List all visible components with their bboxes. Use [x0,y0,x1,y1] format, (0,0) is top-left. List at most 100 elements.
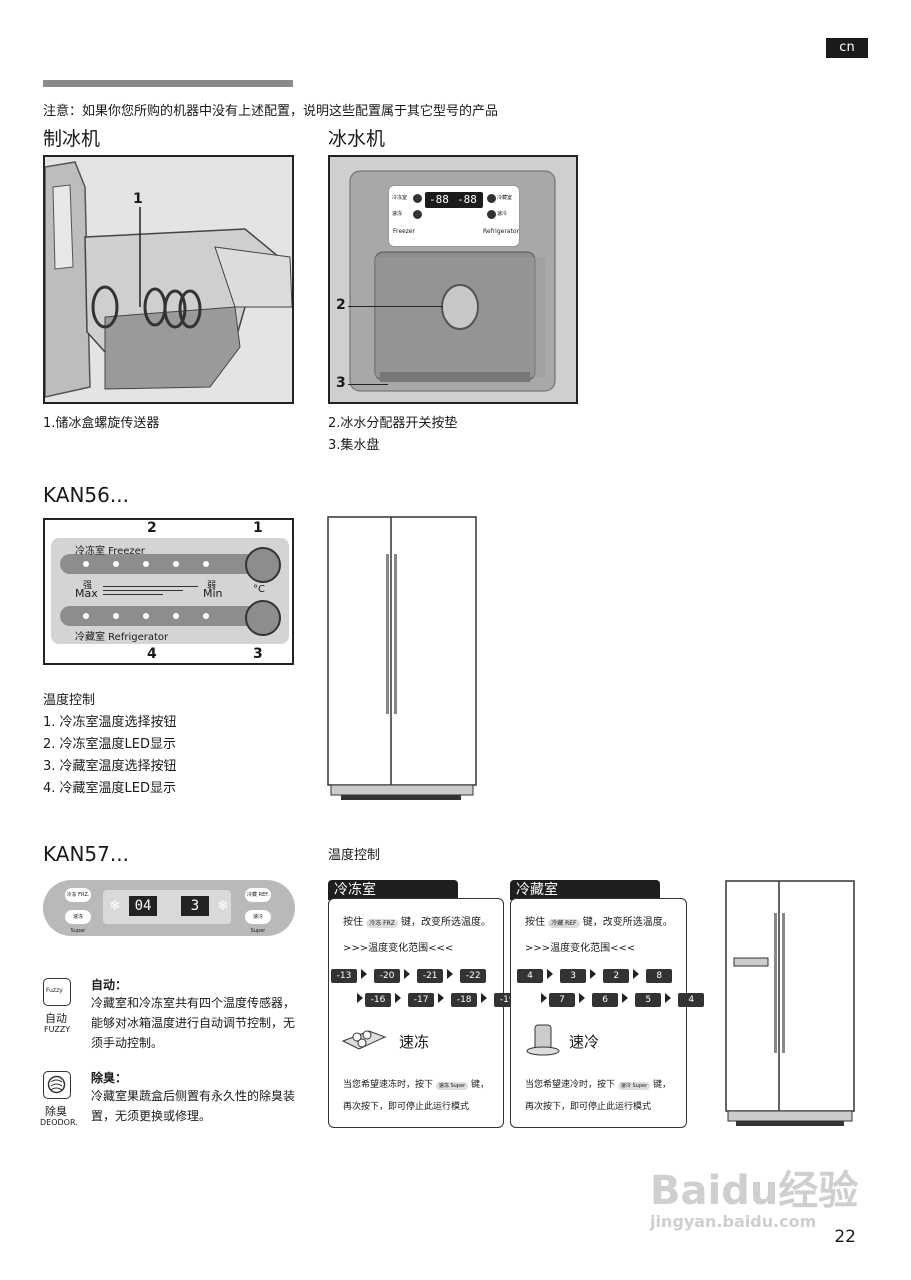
dispenser-freezer-label: Freezer [393,228,416,235]
watermark-url: jingyan.baidu.com [650,1212,817,1231]
frz-button[interactable]: 冷冻 FRZ. [65,888,91,902]
dispenser-refrigerator-label: Refrigerator [483,228,519,235]
fridge-range-row1: 4 3 2 8 [517,963,674,983]
freezer-press-post: 键，改变所选温度。 [401,917,492,928]
freezer-display: 04 [129,896,157,916]
max-label: Max [75,587,98,600]
kan57-display-area: ❄ ❄ 04 3 [103,890,231,924]
fridge-kan57-illustration [725,880,855,1126]
temp-segment: -17 [408,993,435,1007]
dispenser-left-label2: 速冻 [392,211,403,217]
freezer-desc1b: 键， [471,1080,490,1090]
freezer-desc1: 当您希望速冻时，按下 [343,1080,434,1090]
freezer-panel-box: 按住 冷冻 FRZ 键，改变所选温度。 >>>温度变化范围<<< -13 -20… [328,898,521,1128]
kan56-list-item: 1. 冷冻室温度选择按钮 [43,715,177,730]
fridge-desc1b: 键， [653,1080,672,1090]
kan57-model: KAN57... [43,842,129,866]
super-freeze-button[interactable] [413,210,422,219]
fridge-instruction-panel: 冷藏室 按住 冷藏 REF 键，改变所选温度。 >>>温度变化范围<<< 4 3… [510,880,705,1130]
waterdisp-callout-3: 3 [336,375,346,391]
refrigerator-led-bar [60,606,260,626]
min-label: Min [203,587,223,600]
icemaker-callout-1: 1 [133,191,143,207]
fridge-panel-box: 按住 冷藏 REF 键，改变所选温度。 >>>温度变化范围<<< 4 3 2 8… [510,898,705,1128]
freezer-button[interactable] [413,194,422,203]
kan56-callout-3: 3 [253,646,263,662]
temp-segment: 8 [646,969,673,983]
freezer-label: 冷冻室 Freezer [75,546,145,557]
temp-segment: 4 [517,969,543,983]
deodor-label: 除臭 [45,1105,67,1118]
fridge-desc1: 当您希望速冷时，按下 [525,1080,616,1090]
waterdisp-callout-2: 2 [336,297,346,313]
freezer-led-bar [60,554,260,574]
fridge-display: 3 [181,896,209,916]
icemaker-drawing [45,157,292,402]
weak-label: 弱 [207,581,217,591]
refrigerator-label: 冷藏室 Refrigerator [75,632,169,643]
bottle-icon [526,1024,560,1056]
freezer-press-line: 按住 冷冻 FRZ 键，改变所选温度。 [343,913,491,928]
freezer-press-key: 冷冻 FRZ [366,919,398,928]
celsius-label: °C [253,584,265,595]
freezer-desc-line2: 再次按下，即可停止此运行模式 [343,1102,470,1112]
ref-button[interactable]: 冷藏 REF. [245,888,271,902]
waterdisp-title: 冰水机 [328,128,386,150]
scale-line-1 [103,586,198,587]
temp-segment: 2 [603,969,630,983]
fridge-desc-key: 速冷 Super [617,1082,651,1090]
freezer-range-row2: -16 -17 -18 -19 [355,987,522,1007]
fridge-press-pre: 按住 [525,917,545,928]
refrigerator-temp-button[interactable] [245,600,281,636]
dispenser-display-right: -88 [457,193,477,206]
fridge-press-key: 冷藏 REF [548,919,580,928]
fridge-panel-tab: 冷藏室 [510,880,660,900]
super-cool-button[interactable]: 速冷 Super [245,910,271,934]
freezer-temp-button[interactable] [245,547,281,583]
freezer-desc-line1: 当您希望速冻时，按下 速冻 Super 键， [343,1077,489,1090]
fridge-button[interactable] [487,194,496,203]
kan56-list-title: 温度控制 [43,693,96,708]
icemaker-caption: 1.储冰盒螺旋传送器 [43,416,160,431]
kan56-callout-4: 4 [147,646,157,662]
strong-label: 强 [83,581,93,591]
kan57-control-panel: 冷冻 FRZ. 速冻 Super 冷藏 REF. 速冷 Super ❄ ❄ 04… [43,880,295,936]
fridge-feature: 速冷 [569,1033,600,1051]
super-cool-button[interactable] [487,210,496,219]
super-freeze-button[interactable]: 速冻 Super [65,910,91,934]
kan56-control-panel: 冷冻室 Freezer 冷藏室 Refrigerator 强 Max 弱 Min… [43,518,294,665]
temp-segment: 6 [592,993,619,1007]
dispenser-right-label1: 冷藏室 [497,195,513,201]
temp-segment: -13 [331,969,357,983]
kan56-list: 温度控制 1. 冷冻室温度选择按钮 2. 冷冻室温度LED显示 3. 冷藏室温度… [43,690,177,800]
fuzzy-label: 自动 [45,1012,67,1025]
freezer-desc-key: 速冻 Super [435,1082,469,1090]
fridge-kan56-illustration [327,516,477,800]
fridge-range-row2: 7 6 5 4 [539,987,706,1007]
waterdisp-caption-1: 2.冰水分配器开关按垫 [328,416,458,431]
temp-segment: 4 [678,993,705,1007]
fuzzy-icon: Fuzzy [43,978,71,1006]
temp-control-title: 温度控制 [328,848,381,863]
fridge-desc-line1: 当您希望速冷时，按下 速冷 Super 键， [525,1077,671,1090]
fridge-press-post: 键，改变所选温度。 [582,917,673,928]
freezer-instruction-panel: 冷冻室 按住 冷冻 FRZ 键，改变所选温度。 >>>温度变化范围<<< -13… [328,880,521,1130]
temp-segment: -22 [460,969,487,983]
temp-segment: 3 [560,969,587,983]
dispenser-display: -88 -88 [425,192,483,208]
leader-line-3 [348,384,388,385]
deodor-label-en: DEODOR. [40,1118,78,1127]
temp-segment: 5 [635,993,662,1007]
temp-segment: 7 [549,993,575,1007]
kan56-list-item: 3. 冷藏室温度选择按钮 [43,759,177,774]
temp-segment: -16 [365,993,391,1007]
deodor-body: 冷藏室果蔬盒后侧置有永久性的除臭装置，无须更换或修理。 [91,1089,296,1123]
freezer-press-pre: 按住 [343,917,363,928]
fridge-press-line: 按住 冷藏 REF 键，改变所选温度。 [525,913,673,928]
freezer-feature: 速冻 [399,1033,430,1051]
snowflake-icon: ❄ [109,898,121,914]
ice-tray-icon [341,1030,387,1050]
freezer-panel-tab: 冷冻室 [328,880,458,900]
deodor-icon [43,1071,71,1099]
freezer-range-title: >>>温度变化范围<<< [343,943,454,954]
